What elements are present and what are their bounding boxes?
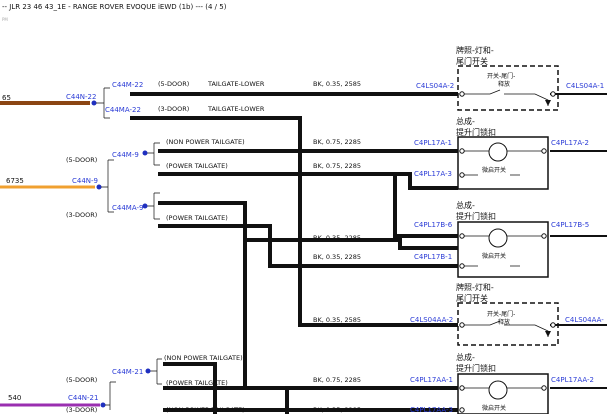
svg-text:释放: 释放 <box>498 80 510 88</box>
latch-assembly-1[interactable]: 总成- 提升门锁扣 微启开关 <box>456 116 549 190</box>
wire-tailgate-lower-3door[interactable] <box>130 116 458 327</box>
connector-c4pl17aa-1[interactable]: C4PL17AA-1 <box>410 376 453 384</box>
svg-text:开关-尾门-: 开关-尾门- <box>487 310 515 318</box>
wire-npt-3door[interactable] <box>158 201 247 388</box>
edge-number-1: 65 <box>2 94 11 102</box>
connector-c44m-9[interactable]: C44M-9 <box>112 151 139 159</box>
connector-c4pl17b-6[interactable]: C4PL17B-6 <box>414 221 453 229</box>
label-5-door: (5-DOOR) <box>66 156 97 164</box>
label-3-door: (3-DOOR) <box>158 105 189 113</box>
svg-text:尾门开关: 尾门开关 <box>456 293 488 303</box>
label-non-power-tailgate: (NON POWER TAILGATE) <box>164 354 243 362</box>
svg-text:开关-尾门-: 开关-尾门- <box>487 72 515 80</box>
wire-spec: BK, 0.35, 2285 <box>313 406 361 414</box>
connector-c4pl17aa-3[interactable]: C4PL17AA-3 <box>410 406 453 414</box>
connector-c4pl17a-2[interactable]: C4PL17A-2 <box>551 139 589 147</box>
connector-c44n-22[interactable]: C44N-22 <box>66 93 96 101</box>
connector-c44m-22[interactable]: C44M-22 <box>112 81 143 89</box>
wire-exits <box>550 93 607 389</box>
page-subtitle: PM <box>2 17 8 22</box>
svg-text:总成-: 总成- <box>456 352 475 362</box>
wire-spec: BK, 0.35, 2285 <box>313 253 361 261</box>
svg-text:牌照-灯和-: 牌照-灯和- <box>456 282 494 292</box>
connector-c4ls04aa-1[interactable]: C4LS04AA- <box>565 316 604 324</box>
label-power-tailgate: (POWER TAILGATE) <box>166 214 228 222</box>
wire-spec: BK, 0.75, 2285 <box>313 138 361 146</box>
connector-c44ma-9[interactable]: C44MA-9 <box>112 204 143 212</box>
wire-harness <box>130 92 458 414</box>
wire-branch[interactable] <box>245 238 458 250</box>
wire-pt-3door[interactable] <box>158 224 458 268</box>
plate-switch-1[interactable]: 牌照-灯和- 尾门开关 开关-尾门- 释放 <box>456 45 559 111</box>
page-title: -- JLR 23 46 43_1E - RANGE ROVER EVOQUE … <box>2 3 227 11</box>
junction-dot <box>100 402 106 408</box>
label-power-tailgate: (POWER TAILGATE) <box>166 379 228 387</box>
svg-text:提升门锁扣: 提升门锁扣 <box>456 363 496 373</box>
svg-text:微启开关: 微启开关 <box>482 404 506 412</box>
edge-number-2: 6735 <box>6 177 24 185</box>
latch-assembly-3[interactable]: 总成- 提升门锁扣 微启开关 <box>456 352 549 414</box>
wire-spec: BK, 0.75, 2285 <box>313 162 361 170</box>
wire-pt-5door-b[interactable] <box>158 172 458 190</box>
wire-spec: BK, 0.75, 2285 <box>313 376 361 384</box>
label-3-door: (3-DOOR) <box>66 406 97 414</box>
svg-text:微启开关: 微启开关 <box>482 166 506 174</box>
label-5-door: (5-DOOR) <box>158 80 189 88</box>
label-tailgate-lower: TAILGATE-LOWER <box>207 105 265 113</box>
connector-c4ls04aa-2[interactable]: C4LS04AA-2 <box>410 316 453 324</box>
svg-text:微启开关: 微启开关 <box>482 252 506 260</box>
svg-text:总成-: 总成- <box>456 200 475 210</box>
latch-assembly-2[interactable]: 总成- 提升门锁扣 微启开关 <box>456 200 549 278</box>
plate-switch-2[interactable]: 牌照-灯和- 尾门开关 开关-尾门- 释放 <box>456 282 559 346</box>
wire-spec: BK, 0.35, 2585 <box>313 316 361 324</box>
label-3-door: (3-DOOR) <box>66 211 97 219</box>
svg-text:提升门锁扣: 提升门锁扣 <box>456 127 496 137</box>
connector-c4ls04a-1[interactable]: C4LS04A-1 <box>566 82 604 90</box>
junction-dot <box>142 150 148 156</box>
connector-c4ls04a-2[interactable]: C4LS04A-2 <box>416 82 454 90</box>
junction-dot <box>91 100 97 106</box>
wire-spec: BK, 0.35, 2285 <box>313 234 361 242</box>
svg-text:提升门锁扣: 提升门锁扣 <box>456 211 496 221</box>
label-5-door: (5-DOOR) <box>66 376 97 384</box>
splice-brackets <box>96 87 162 410</box>
junction-dot <box>96 184 102 190</box>
svg-text:牌照-灯和-: 牌照-灯和- <box>456 45 494 55</box>
connector-c4pl17a-3[interactable]: C4PL17A-3 <box>414 170 452 178</box>
label-non-power-tailgate: (NON POWER TAILGATE) <box>166 406 245 414</box>
connector-c44n-9[interactable]: C44N-9 <box>72 177 98 185</box>
label-tailgate-lower: TAILGATE-LOWER <box>207 80 265 88</box>
connector-c4pl17b-5[interactable]: C4PL17B-5 <box>551 221 589 229</box>
junction-dot <box>142 203 148 209</box>
edge-number-3: 540 <box>8 394 21 402</box>
connector-c4pl17a-1[interactable]: C4PL17A-1 <box>414 139 452 147</box>
connector-c44ma-22[interactable]: C44MA-22 <box>105 106 141 114</box>
svg-text:尾门开关: 尾门开关 <box>456 56 488 66</box>
svg-text:总成-: 总成- <box>456 116 475 126</box>
label-non-power-tailgate: (NON POWER TAILGATE) <box>166 138 245 146</box>
wire-spec: BK, 0.35, 2585 <box>313 80 361 88</box>
connector-c44m-21[interactable]: C44M-21 <box>112 368 143 376</box>
wire-npt-lower[interactable] <box>163 362 217 414</box>
connector-c4pl17aa-2[interactable]: C4PL17AA-2 <box>551 376 594 384</box>
connector-c4pl17b-1[interactable]: C4PL17B-1 <box>414 253 452 261</box>
label-power-tailgate: (POWER TAILGATE) <box>166 162 228 170</box>
junction-dot <box>145 368 151 374</box>
connector-c44n-21[interactable]: C44N-21 <box>68 394 98 402</box>
svg-text:释放: 释放 <box>498 318 510 326</box>
